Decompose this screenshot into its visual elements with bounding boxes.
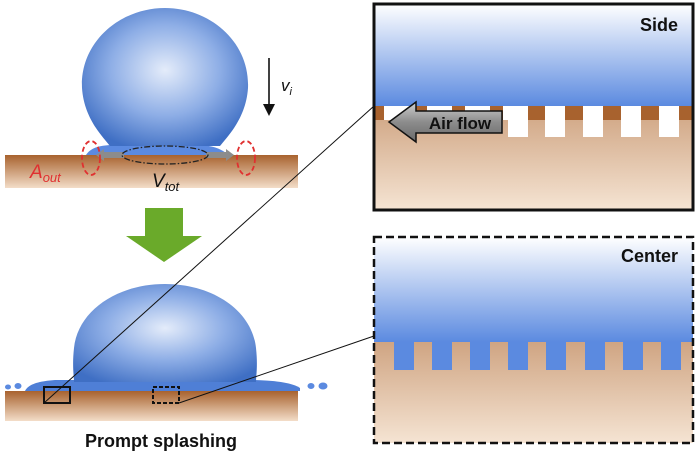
down-arrow-icon xyxy=(126,208,202,262)
substrate-bottom xyxy=(5,391,298,421)
center-connector xyxy=(178,335,375,404)
side-panel-title: Side xyxy=(640,15,678,35)
splash-stage: Prompt splashing xyxy=(5,284,328,451)
right-ejection-arrow xyxy=(206,149,234,161)
side-connector xyxy=(43,105,375,404)
spreading-droplet xyxy=(73,284,257,382)
svg-text:Vtot: Vtot xyxy=(152,171,181,194)
trapped-volume-ellipse xyxy=(121,145,209,165)
center-zoom-box xyxy=(152,386,180,404)
outlet-area-left xyxy=(81,140,101,176)
ejected-droplet xyxy=(307,383,315,389)
air-flow-label: Air flow xyxy=(429,114,492,133)
svg-text:vi: vi xyxy=(281,76,293,98)
caption: Prompt splashing xyxy=(85,431,237,451)
area-label: A xyxy=(29,162,43,183)
center-panel-title: Center xyxy=(621,246,678,266)
velocity-label: v xyxy=(281,76,291,95)
ejected-droplet xyxy=(14,383,22,389)
velocity-subscript: i xyxy=(290,86,293,98)
svg-text:Aout: Aout xyxy=(29,162,62,185)
volume-subscript: tot xyxy=(165,179,181,194)
substrate-top xyxy=(5,155,298,188)
center-panel-frame xyxy=(372,235,695,445)
velocity-arrow-head xyxy=(263,104,275,116)
area-subscript: out xyxy=(43,170,62,185)
impact-stage: vi Aout Vtot xyxy=(5,8,298,194)
left-ejection-arrow xyxy=(96,149,124,161)
spreading-lamella xyxy=(25,380,300,391)
side-panel-frame xyxy=(372,2,695,212)
impacting-droplet xyxy=(81,8,249,146)
ejected-droplet xyxy=(5,384,11,390)
left-arrow-icon xyxy=(387,100,503,144)
side-panel: Air flow Side xyxy=(372,2,695,212)
side-zoom-box xyxy=(43,386,71,404)
outlet-area-right xyxy=(236,140,256,176)
center-panel: Center xyxy=(372,235,695,445)
volume-label: V xyxy=(152,171,167,192)
ejected-droplet xyxy=(318,382,328,390)
